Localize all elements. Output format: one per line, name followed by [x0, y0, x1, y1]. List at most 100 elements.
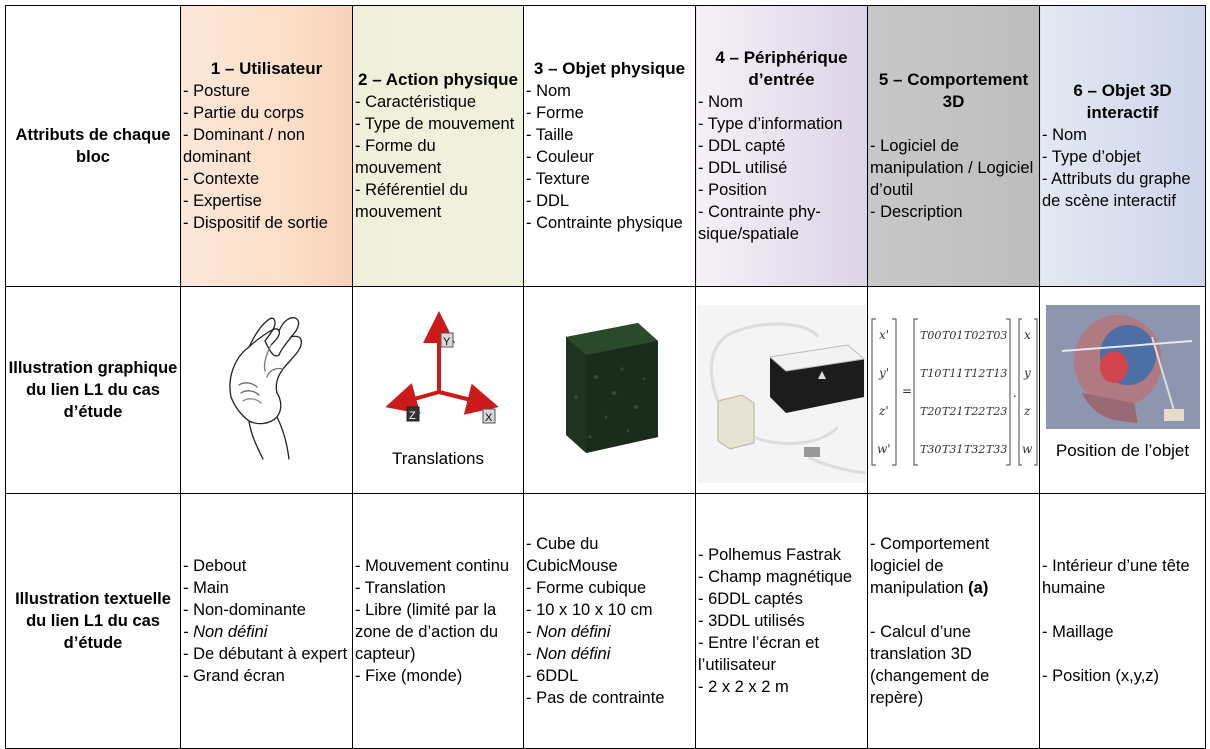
- matrix-out-y: y': [878, 366, 889, 380]
- attribute-item: - Caractéristique: [355, 93, 477, 111]
- hand-sketch-icon: [229, 316, 303, 460]
- attribute-item: - Expertise: [183, 192, 262, 210]
- text-value: - Champ magnétique: [698, 568, 853, 586]
- text-value: - Non-dominante: [183, 601, 306, 619]
- text-value: - 3DDL utilisés: [698, 612, 805, 630]
- dark-cube-icon: [566, 322, 658, 453]
- row-header-attributes: Attributs de chaque bloc: [5, 5, 181, 287]
- row-header-textual: Illustration textuelle du lien L1 du cas…: [5, 493, 181, 749]
- attribute-item: - Description: [870, 203, 963, 221]
- matrix-out-w: w': [877, 442, 891, 456]
- matrix-cell: T23: [986, 405, 1007, 418]
- text-comportement-3d: - Comportement logiciel de manipulation …: [867, 493, 1040, 749]
- text-value: - Position (x,y,z): [1042, 667, 1160, 685]
- text-value: - Non défini: [526, 623, 611, 641]
- text-value: - Translation: [355, 579, 446, 597]
- attribute-item: - Partie du corps: [183, 104, 305, 122]
- text-action-physique: - Mouvement continu - Translation - Libr…: [352, 493, 524, 749]
- text-objet-3d: - Intérieur d’une tête humaine - Maillag…: [1039, 493, 1206, 749]
- column-header-peripherique: 4 – Périphérique d’entrée - Nom - Type d…: [695, 5, 868, 287]
- text-value: - 6DDL captés: [698, 590, 803, 608]
- human-head-render-icon: [1046, 304, 1200, 429]
- text-value: - Forme cubique: [526, 579, 647, 597]
- matrix-equals: =: [902, 384, 912, 398]
- column-title: 5 – Comportement 3D: [878, 70, 1029, 111]
- matrix-cell: T33: [986, 443, 1007, 456]
- text-value: - Mouvement continu: [355, 557, 510, 575]
- matrix-cell: T20: [920, 405, 941, 418]
- column-header-objet-3d: 6 – Objet 3D interactif - Nom - Type d’o…: [1039, 5, 1206, 287]
- matrix-cell: T22: [964, 405, 985, 418]
- attribute-item: - Logiciel de manipulation / Logiciel d’…: [870, 137, 1034, 199]
- matrix-cell: T03: [986, 329, 1007, 342]
- text-value: - Libre (limité par la zone de d’action …: [355, 601, 499, 663]
- text-value: - Fixe (monde): [355, 667, 463, 685]
- text-value: - Comportement logiciel de manipulation …: [870, 535, 990, 597]
- text-value: - Non défini: [183, 623, 268, 641]
- attribute-item: - Nom: [698, 93, 743, 111]
- illustration-objet-3d: Position de l’objet: [1039, 286, 1206, 494]
- xyz-axes-icon: Y Z X: [385, 310, 499, 424]
- matrix-out-z: z': [878, 404, 889, 418]
- illustration-utilisateur: [180, 286, 353, 494]
- illustration-comportement-3d: x' y' z' w' = T00 T01 T02 T03 T10 T11 T1…: [867, 286, 1040, 494]
- illustration-caption: Translations: [392, 448, 484, 468]
- text-value: - Debout: [183, 557, 247, 575]
- attribute-item: - Position: [698, 181, 767, 199]
- attribute-item: - Forme du mouvement: [355, 137, 442, 177]
- text-value: - De débutant à expert: [183, 645, 348, 663]
- matrix-cell: T12: [964, 367, 985, 380]
- column-header-comportement-3d: 5 – Comportement 3D - Logiciel de manipu…: [867, 5, 1040, 287]
- graphic-illustration-row: Illustration graphique du lien L1 du cas…: [5, 286, 1206, 494]
- text-value: - Main: [183, 579, 229, 597]
- attribute-item: - Taille: [526, 126, 574, 144]
- tracker-device-photo-icon: [698, 304, 867, 483]
- column-title: 2 – Action physique: [358, 70, 518, 89]
- column-title: 6 – Objet 3D interactif: [1073, 81, 1172, 122]
- illustration-action-physique: Y Z X Translations: [352, 286, 524, 494]
- attribute-item: - Contrainte phy-sique/spatiale: [698, 203, 821, 243]
- column-title: 4 – Périphérique d’entrée: [715, 48, 848, 89]
- attribute-item: - Texture: [526, 170, 590, 188]
- attribute-item: - DDL utilisé: [698, 159, 788, 177]
- attribute-item: - DDL: [526, 192, 570, 210]
- textual-illustration-row: Illustration textuelle du lien L1 du cas…: [5, 493, 1206, 749]
- illustration-caption: Position de l’objet: [1055, 440, 1190, 460]
- attribute-item: - Contexte: [183, 170, 260, 188]
- attribute-item: - Référentiel du mouvement: [355, 181, 468, 221]
- column-header-objet-physique: 3 – Objet physique - Nom - Forme - Taill…: [523, 5, 696, 287]
- attribute-item: - Dispositif de sortie: [183, 214, 328, 232]
- row-header-graphic: Illustration graphique du lien L1 du cas…: [5, 286, 181, 494]
- column-header-action-physique: 2 – Action physique - Caractéristique - …: [352, 5, 524, 287]
- text-value: - Cube du CubicMouse: [526, 535, 618, 575]
- matrix-out-x: x': [879, 328, 889, 342]
- matrix-in-x: x: [1024, 328, 1031, 342]
- attribute-item: - Posture: [183, 82, 250, 100]
- text-value: - 10 x 10 x 10 cm: [526, 601, 653, 619]
- text-value: - 6DDL: [526, 667, 579, 685]
- attribute-item: - Attributs du graphe de scène interacti…: [1042, 170, 1191, 210]
- text-value: - Polhemus Fastrak: [698, 546, 842, 564]
- attributes-table: Attributs de chaque bloc 1 – Utilisateur…: [5, 5, 1206, 749]
- text-objet-physique: - Cube du CubicMouse - Forme cubique - 1…: [523, 493, 696, 749]
- text-value: - Pas de contrainte: [526, 689, 665, 707]
- axis-label-z: Z: [409, 410, 416, 422]
- matrix-cell: T01: [942, 329, 963, 342]
- attribute-item: - Dominant / non dominant: [183, 126, 305, 166]
- attribute-item: - Nom: [1042, 126, 1087, 144]
- text-value: - Grand écran: [183, 667, 285, 685]
- text-value: - Maillage: [1042, 623, 1114, 641]
- matrix-in-z: z: [1023, 404, 1031, 418]
- column-title: 3 – Objet physique: [533, 59, 686, 78]
- attribute-item: - Forme: [526, 104, 584, 122]
- text-value: - Calcul d’une translation 3D (changemen…: [870, 623, 990, 707]
- attribute-item: - Contrainte physique: [526, 214, 683, 232]
- matrix-cell: T31: [942, 443, 963, 456]
- axis-label-x: X: [485, 412, 493, 424]
- matrix-cell: T13: [986, 367, 1007, 380]
- illustration-objet-physique: [523, 286, 696, 494]
- text-value: - Non défini: [526, 645, 611, 663]
- matrix-cell: T10: [920, 367, 941, 380]
- matrix-cell: T21: [942, 405, 963, 418]
- matrix-cell: T11: [942, 367, 963, 380]
